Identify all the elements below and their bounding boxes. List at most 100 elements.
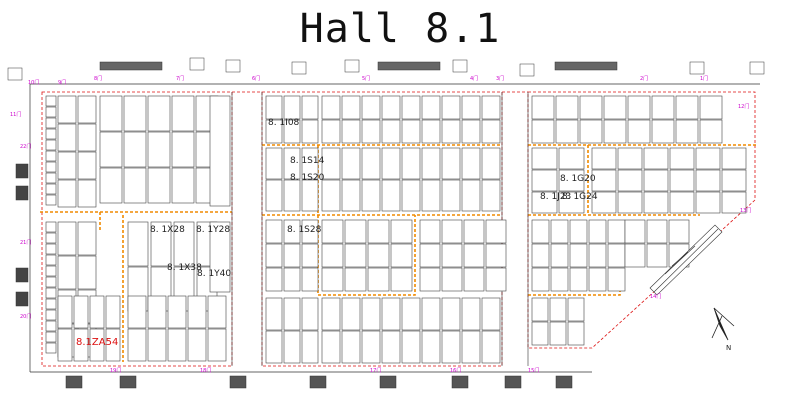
booth [344,219,367,244]
booth [45,128,57,140]
booth [441,179,461,212]
booth [695,169,721,192]
booth [150,221,172,267]
booth [57,221,77,256]
booth [591,147,617,170]
booth [361,95,381,120]
booth [127,295,147,329]
booth [301,147,319,180]
booth [481,179,501,212]
booth [588,267,607,292]
booth [607,219,626,244]
door-label: 20门 [20,313,31,320]
booth [401,95,421,120]
service-room [504,375,522,389]
booth [89,295,105,329]
booth [301,119,319,144]
booth [695,191,721,214]
booth-label-1624: 8. 1G24 [562,192,598,202]
booth [361,297,381,331]
booth-label-1x38: 8. 1X38 [167,263,202,273]
booth [419,243,441,268]
booth [627,119,651,144]
booth [321,119,341,144]
booth [99,167,123,204]
booth [461,179,481,212]
booth-label-1za54: 8.1ZA54 [76,337,118,348]
booth [45,298,57,310]
booth [531,95,555,120]
booth [485,267,507,292]
booth-grid [45,95,747,364]
booth [624,219,646,244]
booth [265,179,283,212]
booth [321,243,344,268]
escalator-block [554,61,618,71]
booth [627,95,651,120]
service-room [689,61,705,75]
booth [591,169,617,192]
booth [531,147,558,170]
booth [463,267,485,292]
booth [301,179,319,212]
booth [77,123,97,152]
booth [603,119,627,144]
booth [588,243,607,268]
booth [45,276,57,288]
booth [187,328,207,362]
booth [481,297,501,331]
booth [381,147,401,180]
booth [209,95,231,207]
service-room [379,375,397,389]
booth [695,147,721,170]
booth [651,95,675,120]
door-label: 13门 [740,207,751,214]
booth [390,243,413,268]
booth [567,297,585,322]
booth [481,119,501,144]
booth [588,219,607,244]
booth [721,147,747,170]
service-room [15,291,29,307]
booth [643,191,669,214]
booth [646,219,668,244]
booth [77,179,97,208]
booth-labels: 8. 1I08 8. 1S14 8. 1S20 8. 1G20 8. 1J23 … [76,118,598,348]
booth [401,179,421,212]
booth [603,95,627,120]
booth [607,243,626,268]
booth [147,295,167,329]
booth [441,297,461,331]
booth [361,179,381,212]
door-label: 16门 [450,367,461,374]
booth [45,194,57,206]
booth [57,295,73,329]
service-room [15,267,29,283]
booth [441,219,463,244]
booth [99,131,123,168]
door-label: 9门 [58,79,66,86]
booth [675,119,699,144]
service-room [7,67,23,81]
booth [421,179,441,212]
service-room [749,61,765,75]
booth [421,147,441,180]
booth [401,297,421,331]
service-room [229,375,247,389]
booth [341,179,361,212]
booth [555,95,579,120]
booth [341,330,361,364]
booth [531,169,558,192]
booth [45,106,57,118]
booth [461,297,481,331]
booth [646,243,668,268]
booth [283,179,301,212]
booth-label-1528: 8. 1S28 [287,225,322,235]
booth-label-1y40: 8. 1Y40 [197,269,231,279]
escalator-block [377,61,441,71]
service-room [291,61,307,75]
service-room [344,59,360,73]
door-label: 8门 [94,75,102,82]
booth [675,95,699,120]
